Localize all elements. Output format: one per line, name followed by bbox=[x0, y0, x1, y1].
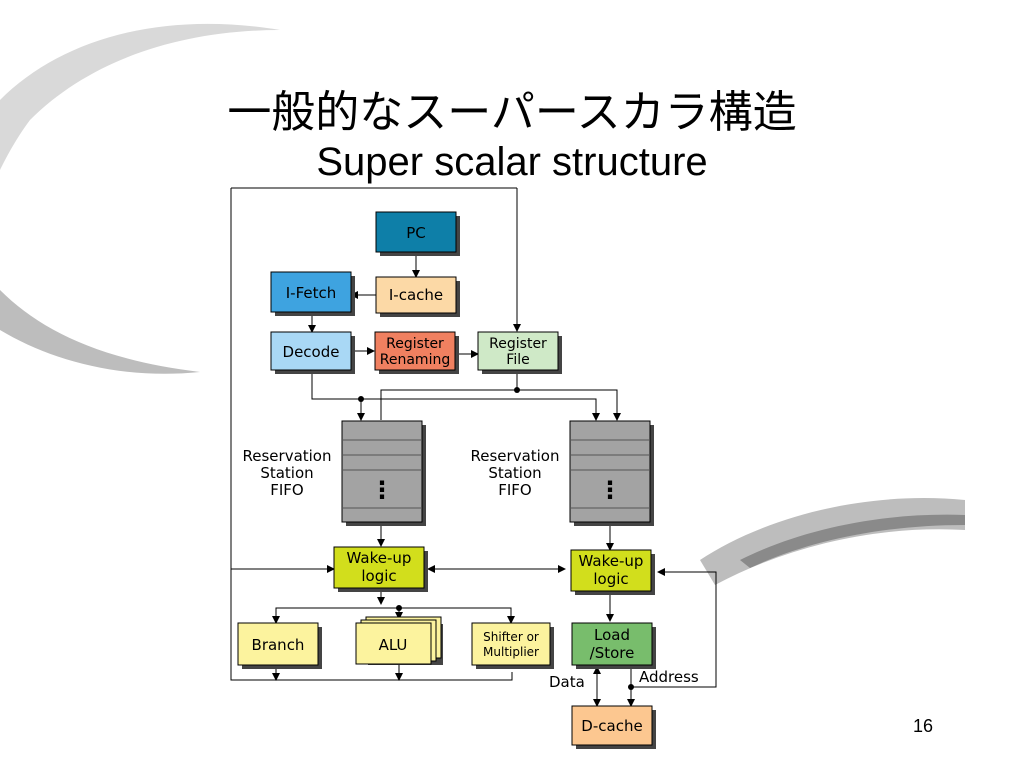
rs-left-caption-line3: FIFO bbox=[270, 481, 304, 499]
alu-block: ALU bbox=[355, 616, 442, 665]
rs-right-caption: Reservation Station FIFO bbox=[471, 447, 560, 499]
reservation-station-right: ⋮ bbox=[569, 420, 651, 523]
line-decode-bus bbox=[311, 371, 600, 421]
register-renaming-label-line1: Register bbox=[386, 336, 444, 352]
data-label: Data bbox=[549, 673, 585, 691]
shifter-multiplier-block: Shifter or Multiplier bbox=[471, 622, 551, 666]
load-store-block: Load /Store bbox=[571, 622, 653, 666]
register-file-label-line1: Register bbox=[489, 336, 547, 352]
icache-label: I-cache bbox=[389, 286, 443, 304]
outer-feedback-line bbox=[230, 188, 513, 681]
wakeup-left-label-line1: Wake-up bbox=[347, 549, 412, 567]
page-number: 16 bbox=[912, 716, 934, 736]
register-renaming-block: Register Renaming bbox=[374, 331, 456, 371]
wakeup-logic-right-block: Wake-up logic bbox=[570, 549, 652, 592]
wakeup-right-label-line2: logic bbox=[593, 570, 628, 588]
rs-left-caption-line1: Reservation bbox=[243, 447, 332, 465]
connection-lines bbox=[230, 187, 717, 707]
decorative-swoosh-top bbox=[0, 23, 280, 170]
decorative-swoosh-right-dark bbox=[740, 514, 965, 568]
junction-dots bbox=[358, 387, 634, 690]
dcache-block: D-cache bbox=[571, 705, 653, 746]
rs-left-caption-line2: Station bbox=[260, 464, 313, 482]
decode-label: Decode bbox=[283, 343, 340, 361]
shifter-label-line2: Multiplier bbox=[483, 645, 539, 659]
shifter-label-line1: Shifter or bbox=[483, 630, 539, 644]
pc-block: PC bbox=[375, 211, 457, 253]
rs-left-caption: Reservation Station FIFO bbox=[243, 447, 332, 499]
branch-block: Branch bbox=[237, 622, 319, 666]
wakeup-right-label-line1: Wake-up bbox=[579, 552, 644, 570]
address-label: Address bbox=[639, 668, 699, 686]
rs-right-dots: ⋮ bbox=[598, 476, 622, 504]
register-file-block: Register File bbox=[477, 331, 559, 371]
slide-title-japanese: 一般的なスーパースカラ構造 bbox=[227, 87, 797, 138]
rs-right-caption-line3: FIFO bbox=[498, 481, 532, 499]
wakeup-logic-left-block: Wake-up logic bbox=[333, 546, 425, 589]
line-address-loop bbox=[631, 568, 717, 688]
wakeup-left-label-line2: logic bbox=[361, 567, 396, 585]
pc-label: PC bbox=[406, 224, 426, 242]
decorative-swoosh-left bbox=[0, 290, 200, 374]
register-file-label-line2: File bbox=[506, 352, 529, 368]
line-regfile-bus bbox=[380, 389, 621, 421]
ifetch-block: I-Fetch bbox=[270, 271, 352, 313]
load-store-label-line2: /Store bbox=[590, 644, 635, 662]
reservation-station-left: ⋮ bbox=[341, 420, 423, 523]
ifetch-label: I-Fetch bbox=[286, 284, 337, 302]
decode-block: Decode bbox=[270, 331, 352, 371]
dcache-label: D-cache bbox=[581, 717, 642, 735]
branch-label: Branch bbox=[252, 636, 305, 654]
icache-block: I-cache bbox=[375, 276, 457, 314]
rs-left-dots: ⋮ bbox=[370, 476, 394, 504]
load-store-label-line1: Load bbox=[594, 626, 630, 644]
slide-title-english: Super scalar structure bbox=[316, 140, 708, 184]
alu-label: ALU bbox=[379, 636, 408, 654]
rs-right-caption-line2: Station bbox=[488, 464, 541, 482]
register-renaming-label-line2: Renaming bbox=[380, 352, 450, 368]
rs-right-caption-line1: Reservation bbox=[471, 447, 560, 465]
